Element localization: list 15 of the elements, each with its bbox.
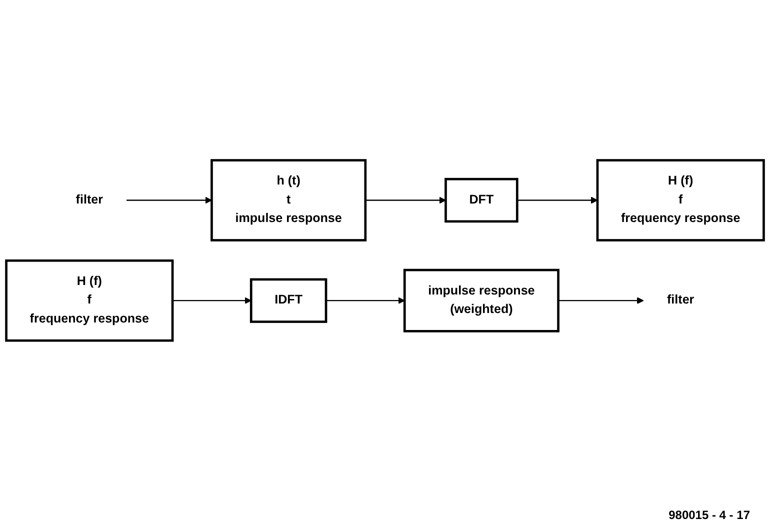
node-box: DFT xyxy=(444,177,518,222)
node-text: filter xyxy=(667,293,694,306)
arrow xyxy=(126,196,212,204)
arrow xyxy=(558,296,644,304)
figure-number: 980015 - 4 - 17 xyxy=(668,508,750,522)
node-box: h (t) t impulse response xyxy=(210,158,367,241)
arrow xyxy=(172,296,252,304)
node-text: filter xyxy=(76,192,103,206)
arrow xyxy=(365,196,446,204)
arrow xyxy=(326,296,405,304)
node-box: impulse response (weighted) xyxy=(403,268,560,332)
arrow xyxy=(517,196,598,204)
node-box: H (f) f frequency response xyxy=(5,259,174,342)
node-box: H (f) f frequency response xyxy=(596,158,765,241)
node-box: IDFT xyxy=(250,278,328,322)
